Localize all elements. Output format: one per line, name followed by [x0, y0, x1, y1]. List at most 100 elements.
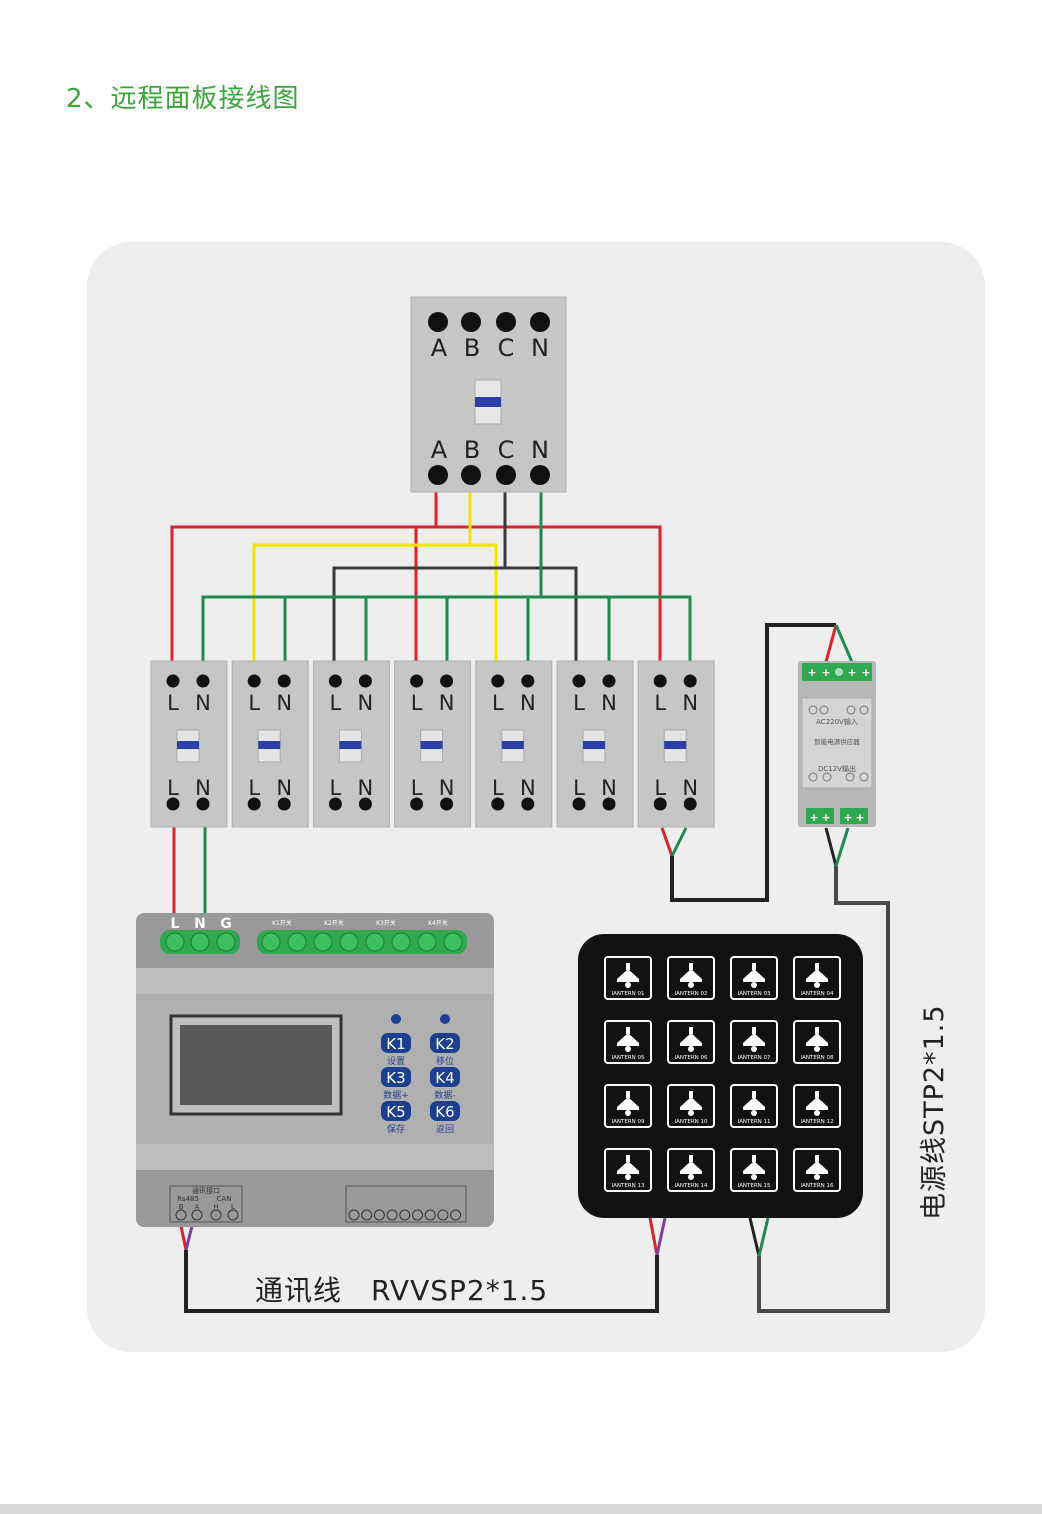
svg-text:+: +	[847, 666, 856, 679]
lantern-button-label: IANTERN 06	[674, 1055, 708, 1061]
remote-panel: IANTERN 01 IANTERN 02 IANTERN 03 IANTERN 04…	[578, 934, 863, 1218]
lantern-button[interactable]: IANTERN 02	[667, 956, 715, 1000]
can-label: CAN	[217, 1195, 232, 1203]
psu-name: 智能电源供应器	[814, 737, 860, 746]
relay-label-k4: K4开关	[428, 919, 448, 927]
key-caption: 设置	[387, 1056, 405, 1067]
sub-bottom-label-n: N	[682, 776, 698, 800]
lantern-button-label: IANTERN 05	[611, 1055, 645, 1061]
main-top-label-c: C	[498, 334, 515, 362]
main-top-label-n: N	[531, 334, 549, 362]
lantern-button[interactable]: IANTERN 06	[667, 1020, 715, 1064]
lantern-button-label: IANTERN 08	[800, 1055, 834, 1061]
wire-neutral	[201, 476, 692, 665]
lantern-button-label: IANTERN 16	[800, 1183, 834, 1189]
lantern-button-label: IANTERN 09	[611, 1119, 645, 1125]
key-label: K6	[435, 1103, 454, 1121]
lantern-button[interactable]: IANTERN 13	[604, 1148, 652, 1192]
key-label: K1	[386, 1035, 405, 1053]
key-label: K5	[386, 1103, 405, 1121]
lantern-button-label: IANTERN 02	[674, 991, 707, 997]
sub-top-label-l: L	[411, 691, 423, 715]
sub-top-label-l: L	[654, 691, 666, 715]
lantern-button[interactable]: IANTERN 10	[667, 1084, 715, 1128]
lantern-button[interactable]: IANTERN 05	[604, 1020, 652, 1064]
wires	[170, 476, 890, 1313]
lantern-button[interactable]: IANTERN 07	[730, 1020, 778, 1064]
sub-bottom-label-l: L	[573, 776, 585, 800]
can-pin-l: L	[231, 1203, 235, 1211]
main-bottom-label-n: N	[531, 436, 549, 464]
lamp-icon	[743, 1027, 765, 1052]
lantern-button-label: IANTERN 12	[800, 1119, 833, 1125]
lantern-button[interactable]: IANTERN 08	[793, 1020, 841, 1064]
key-k3-button[interactable]: K3 数据+	[381, 1067, 411, 1101]
lantern-button-label: IANTERN 13	[611, 1183, 645, 1189]
sub-top-label-l: L	[248, 691, 260, 715]
lamp-icon	[680, 1091, 702, 1116]
rs485-pin-a: A	[195, 1203, 200, 1211]
lantern-button[interactable]: IANTERN 14	[667, 1148, 715, 1192]
lantern-button[interactable]: IANTERN 01	[604, 956, 652, 1000]
relay-label-k2: K2开关	[324, 919, 344, 927]
lantern-button-label: IANTERN 03	[737, 991, 771, 997]
sub-top-label-n: N	[601, 691, 617, 715]
main-bottom-label-c: C	[498, 436, 515, 464]
svg-text:+: +	[843, 811, 852, 824]
svg-text:+: +	[807, 666, 816, 679]
svg-text:+: +	[821, 666, 830, 679]
relay-label-k1: K1开关	[272, 919, 292, 927]
lantern-button[interactable]: IANTERN 04	[793, 956, 841, 1000]
status-led-1	[391, 1014, 401, 1024]
lantern-button[interactable]: IANTERN 11	[730, 1084, 778, 1128]
sub-bottom-label-n: N	[358, 776, 374, 800]
can-pin-h: H	[213, 1203, 218, 1211]
key-label: K4	[435, 1069, 454, 1087]
key-caption: 数据+	[383, 1089, 409, 1101]
sub-top-label-l: L	[573, 691, 585, 715]
comm-cable-label: 通讯线 RVVSP2*1.5	[255, 1274, 548, 1307]
lamp-icon	[743, 1155, 765, 1180]
bottom-bar	[0, 1504, 1042, 1514]
sub-bottom-label-l: L	[330, 776, 342, 800]
key-caption: 移位	[436, 1055, 454, 1067]
lamp-icon	[680, 1027, 702, 1052]
lamp-icon	[680, 1155, 702, 1180]
main-bottom-label-a: A	[431, 436, 448, 464]
lantern-button[interactable]: IANTERN 12	[793, 1084, 841, 1128]
rs485-label: Rs485	[177, 1195, 199, 1203]
sub-top-label-l: L	[330, 691, 342, 715]
main-breaker-top-terminals	[428, 312, 550, 332]
sub-bottom-label-l: L	[167, 776, 179, 800]
lantern-button[interactable]: IANTERN 09	[604, 1084, 652, 1128]
svg-text:+: +	[809, 811, 818, 824]
lantern-button[interactable]: IANTERN 03	[730, 956, 778, 1000]
svg-text:+: +	[821, 811, 830, 824]
sub-top-label-n: N	[682, 691, 698, 715]
lantern-button[interactable]: IANTERN 15	[730, 1148, 778, 1192]
lamp-icon	[743, 963, 765, 988]
sub-bottom-label-n: N	[520, 776, 536, 800]
sub-top-label-l: L	[167, 691, 179, 715]
svg-text:+: +	[855, 811, 864, 824]
key-label: K3	[386, 1069, 405, 1087]
main-top-label-a: A	[431, 334, 448, 362]
sub-top-label-n: N	[276, 691, 292, 715]
lantern-button[interactable]: IANTERN 16	[793, 1148, 841, 1192]
key-k1-button[interactable]: K1 设置	[381, 1033, 411, 1067]
key-k4-button[interactable]: K4 数据-	[430, 1067, 460, 1101]
lamp-icon	[617, 1091, 639, 1116]
relay-terminal-strip	[257, 930, 467, 954]
key-caption: 数据-	[434, 1089, 455, 1101]
terminal-label-l: L	[171, 916, 180, 932]
